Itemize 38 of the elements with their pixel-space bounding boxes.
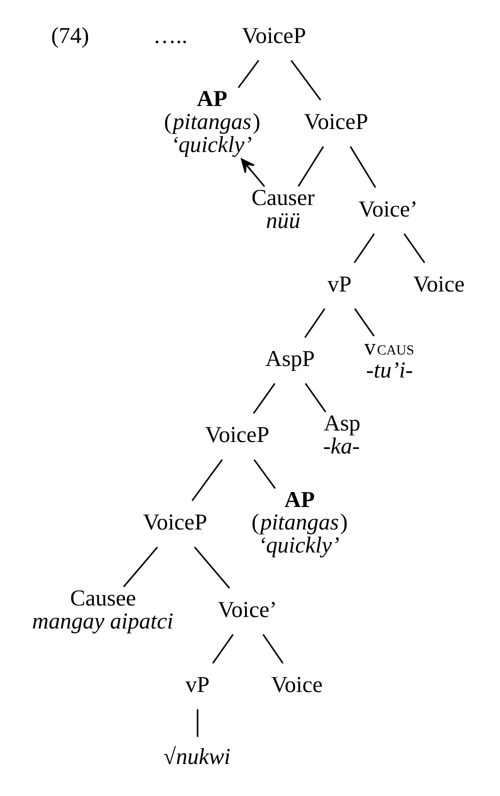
connector xyxy=(262,633,284,664)
connector xyxy=(304,308,325,338)
connector xyxy=(237,60,259,88)
node-text: VoiceP xyxy=(304,108,368,134)
connector xyxy=(353,232,374,263)
node-text: vCAUS -tu’i- xyxy=(364,334,414,382)
connector xyxy=(196,708,198,736)
node-text: VoiceP xyxy=(142,509,207,534)
connector xyxy=(304,382,326,412)
connector xyxy=(403,232,425,263)
node-text: AP (pitangas) ‘quickly’ xyxy=(250,486,348,557)
connector xyxy=(191,458,222,501)
arrow xyxy=(240,158,265,186)
node-text: Voice xyxy=(412,270,464,296)
connector xyxy=(290,60,321,100)
connector xyxy=(194,546,230,588)
node-text: VoiceP xyxy=(204,422,269,447)
node-text: vP xyxy=(185,671,210,696)
connector xyxy=(297,146,324,186)
connector xyxy=(354,308,374,336)
node-text: VoiceP xyxy=(241,22,306,48)
node-text: Causee mangay aipatci xyxy=(32,585,173,633)
node-text: Voice’ xyxy=(358,196,418,221)
node-text: AspP xyxy=(264,346,314,371)
node-text: Voice xyxy=(270,671,322,696)
label: (74) xyxy=(50,22,89,48)
connector xyxy=(212,633,234,664)
node-text: Causer nüü xyxy=(250,184,314,232)
connector xyxy=(349,146,376,188)
label: ….. xyxy=(152,22,187,48)
connector xyxy=(253,458,276,488)
node-text: Asp -ka- xyxy=(322,410,360,458)
node-text: √nukwi xyxy=(162,744,230,769)
connector xyxy=(252,382,275,414)
connector xyxy=(122,546,158,587)
node-text: AP (pitangas) ‘quickly’ xyxy=(163,86,260,156)
node-text: vP xyxy=(327,270,352,296)
node-text: Voice’ xyxy=(217,596,276,622)
